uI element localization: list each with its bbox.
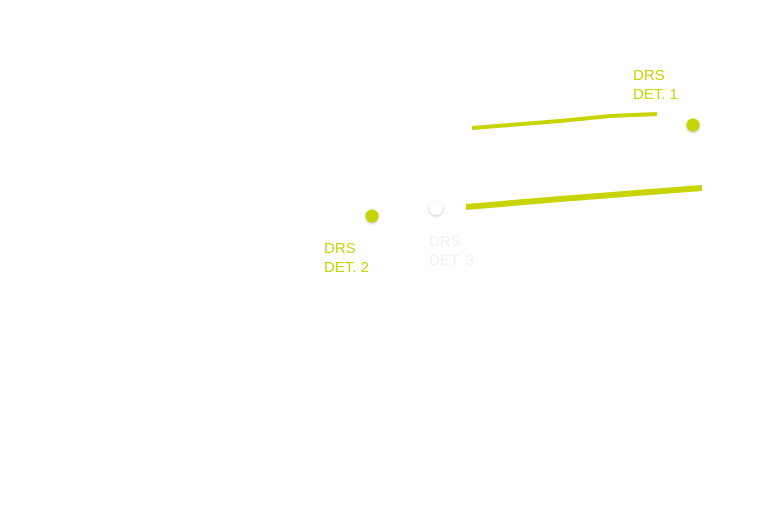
drs-det-3-marker[interactable]: [429, 201, 443, 215]
drs-det-3-label: DRS DET. 3: [429, 232, 474, 270]
drs-det-2-label-line2: DET. 2: [324, 259, 370, 276]
drs-det-3-label-line2: DET. 3: [429, 252, 475, 269]
drs-det-1-label-line2: DET. 1: [633, 86, 679, 103]
drs-det-2-label: DRS DET. 2: [324, 239, 369, 277]
drs-det-2-label-line1: DRS: [324, 240, 356, 257]
drs-det-3-label-line1: DRS: [429, 233, 461, 250]
drs-zone-1-line: [471, 112, 658, 130]
drs-det-2-marker[interactable]: [365, 209, 379, 223]
drs-det-1-marker[interactable]: [686, 118, 700, 132]
drs-det-1-label-line1: DRS: [633, 67, 665, 84]
drs-det-1-label: DRS DET. 1: [633, 66, 678, 104]
drs-zone-2-line: [465, 185, 703, 210]
